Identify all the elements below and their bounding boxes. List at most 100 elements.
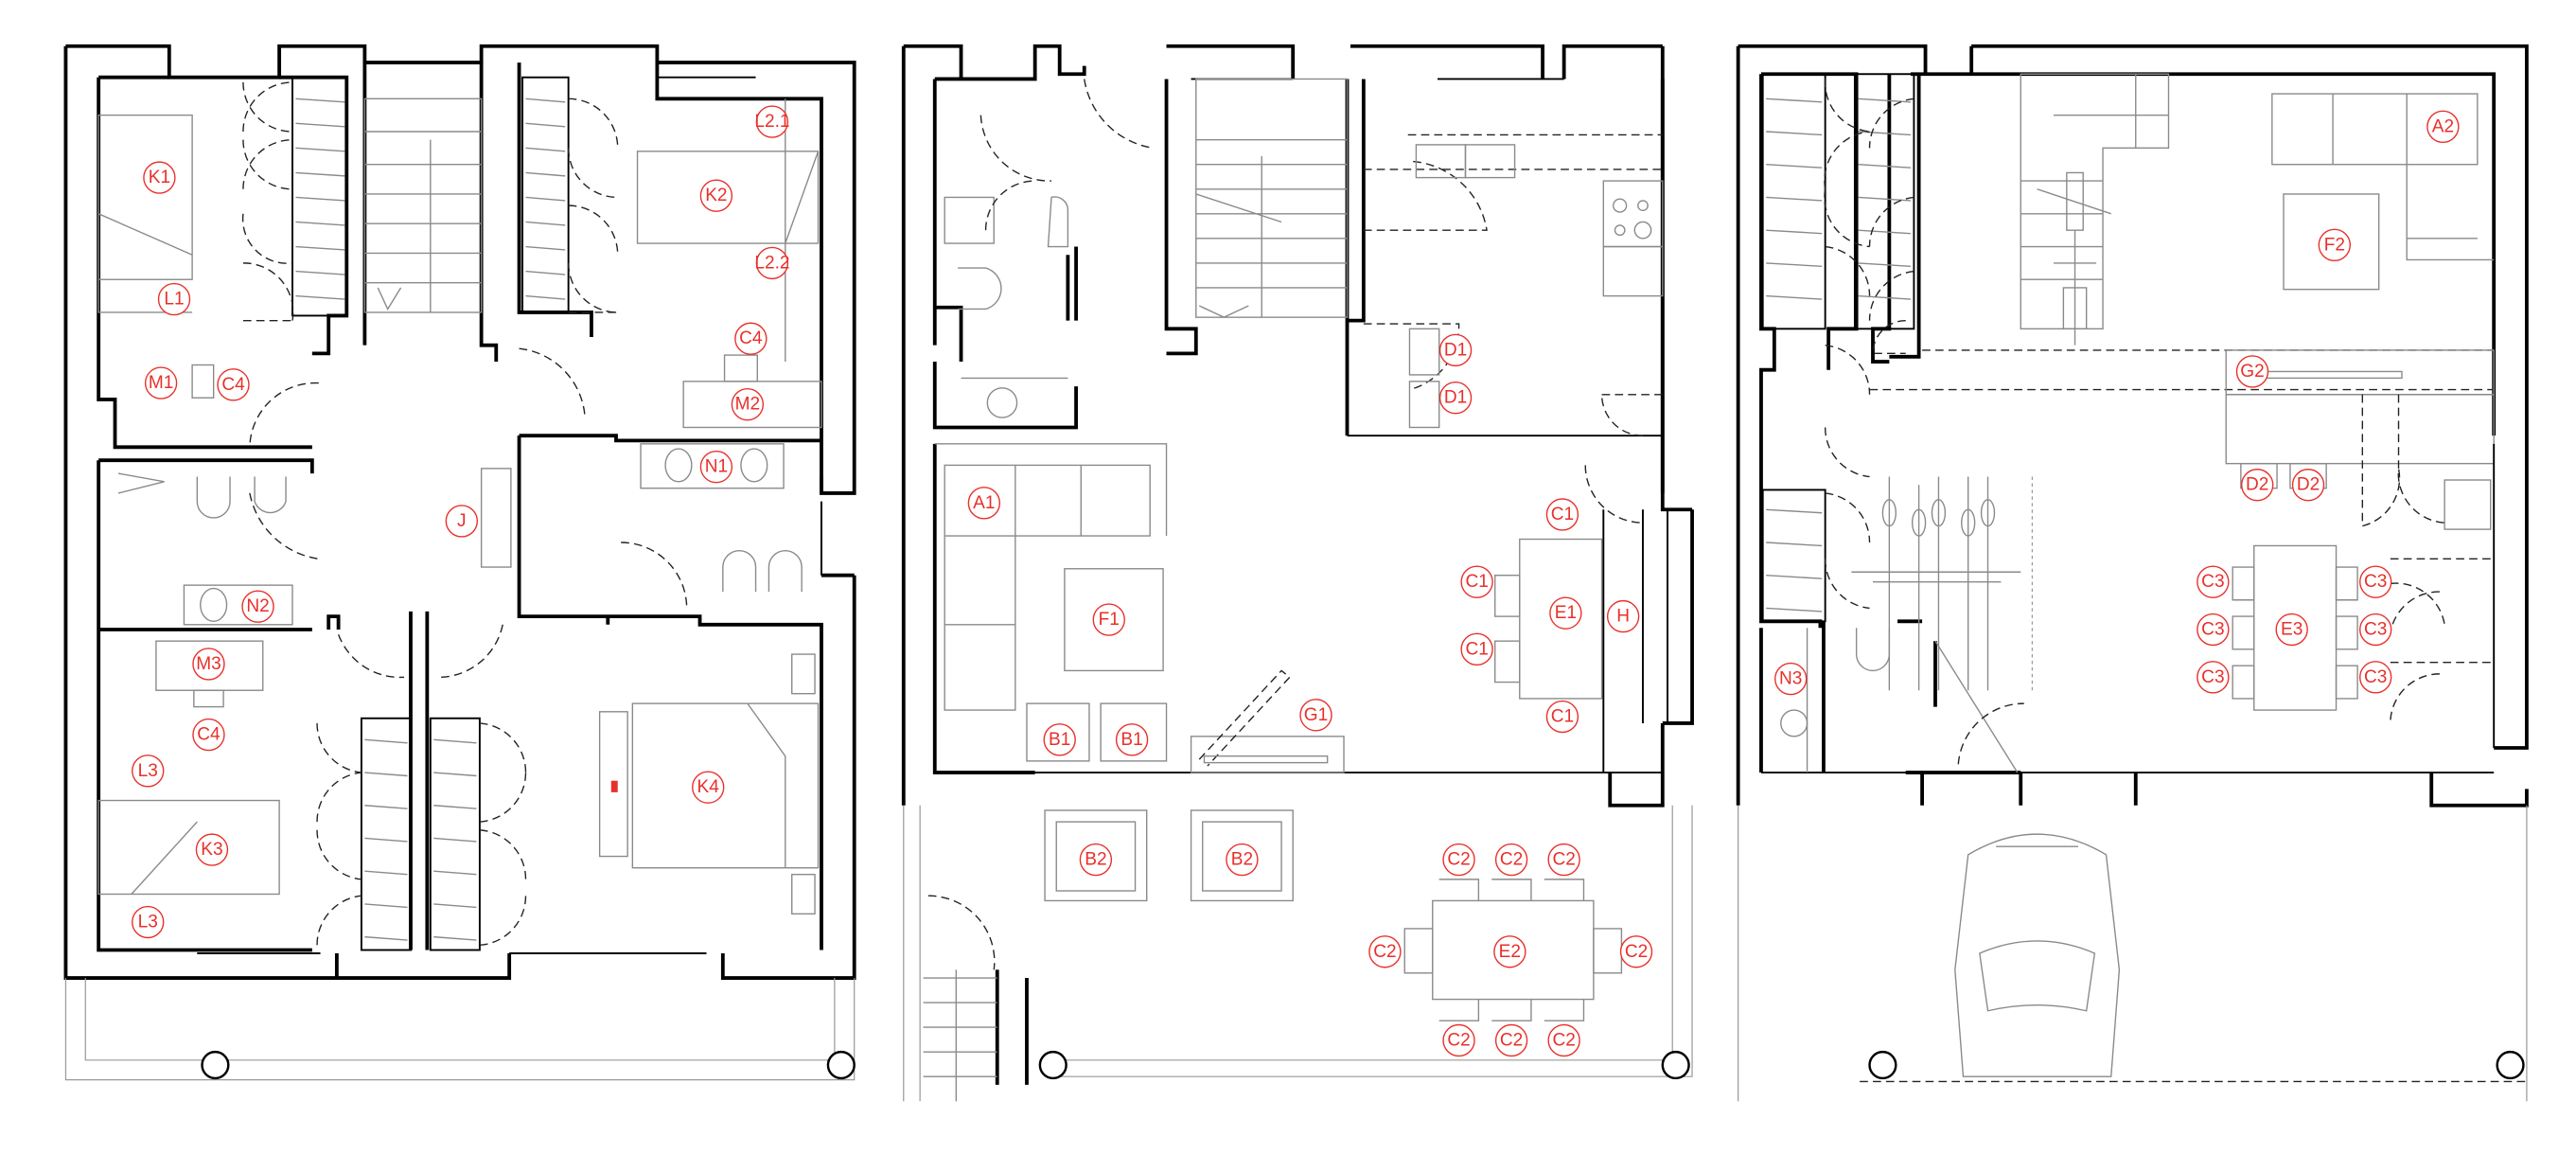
- room-label-l2-1: L2.1: [754, 105, 789, 138]
- room-label-c3: C3: [2359, 613, 2392, 647]
- room-label-l3: L3: [132, 905, 165, 939]
- room-label-c4: C4: [217, 368, 250, 401]
- dining-table-e1: [1519, 538, 1603, 700]
- room-label-l1: L1: [157, 282, 191, 316]
- label-circle: [755, 246, 789, 280]
- label-text: C3: [2201, 572, 2224, 592]
- label-circle: [241, 590, 274, 623]
- room-label-d2: D2: [2241, 469, 2274, 502]
- label-text: D2: [2246, 475, 2268, 495]
- room-label-c3: C3: [2359, 661, 2392, 694]
- room-label-l3: L3: [132, 755, 165, 788]
- label-circle: [2318, 228, 2351, 261]
- label-text: L2.1: [754, 112, 789, 132]
- label-circle: [1043, 723, 1076, 756]
- outer-wall-right: [720, 573, 856, 980]
- label-circle: [1299, 699, 1332, 732]
- label-circle: [1545, 498, 1579, 531]
- label-text: C3: [2364, 620, 2387, 640]
- label-circle: [1547, 843, 1580, 877]
- label-circle: [217, 368, 250, 401]
- label-text: C3: [2364, 572, 2387, 592]
- label-text: B2: [1085, 850, 1106, 870]
- label-text: C2: [1552, 850, 1575, 870]
- label-text: F2: [2324, 235, 2345, 255]
- label-circle: [1494, 1023, 1528, 1057]
- room-label-c2: C2: [1619, 935, 1653, 968]
- label-text: N3: [1779, 669, 1802, 689]
- label-text: M3: [196, 654, 221, 674]
- bed-k2: [636, 151, 820, 244]
- label-circle: [1442, 843, 1475, 877]
- label-circle: [2359, 661, 2392, 694]
- label-circle: [755, 105, 789, 138]
- label-text: L3: [138, 761, 158, 781]
- label-circle: [1774, 662, 1808, 696]
- room-label-c3: C3: [2197, 613, 2230, 647]
- label-text: L2.2: [754, 253, 789, 273]
- label-text: G2: [2240, 362, 2264, 382]
- room-label-c1: C1: [1545, 700, 1579, 734]
- sofa-a2: [2271, 93, 2479, 166]
- room-label-c1: C1: [1460, 632, 1493, 666]
- label-circle: [699, 179, 733, 212]
- label-circle: [2359, 613, 2392, 647]
- room-label-b1: B1: [1043, 723, 1076, 756]
- bed-k1: [97, 114, 193, 280]
- label-text: C3: [2364, 667, 2387, 687]
- label-text: L1: [164, 290, 184, 310]
- label-circle: [2197, 565, 2230, 598]
- car: [1954, 833, 2121, 1077]
- label-text: C1: [1551, 707, 1574, 727]
- label-text: D2: [2297, 475, 2320, 495]
- room-label-c1: C1: [1545, 498, 1579, 531]
- room-label-d2: D2: [2291, 469, 2325, 502]
- label-circle: [1438, 333, 1473, 367]
- room-label-f2: F2: [2318, 228, 2351, 261]
- column-marker: [1868, 1050, 1897, 1080]
- room-label-h: H: [1606, 599, 1640, 633]
- label-text: K2: [705, 186, 727, 205]
- label-circle: [1092, 603, 1125, 636]
- room-label-b1: B1: [1115, 723, 1149, 756]
- label-text: C2: [1373, 942, 1396, 962]
- label-text: G1: [1304, 705, 1328, 725]
- room-label-a1: A1: [967, 487, 1001, 520]
- room-label-c3: C3: [2359, 565, 2392, 598]
- label-circle: [445, 505, 478, 538]
- label-circle: [1442, 1023, 1475, 1057]
- motorbike: [2037, 171, 2111, 346]
- label-circle: [1606, 599, 1640, 633]
- label-circle: [1547, 1023, 1580, 1057]
- label-circle: [699, 450, 733, 484]
- label-text: E2: [1499, 942, 1521, 962]
- column-marker: [1038, 1050, 1067, 1080]
- label-text: C2: [1625, 942, 1648, 962]
- label-circle: [2197, 661, 2230, 694]
- room-label-e2: E2: [1493, 935, 1526, 968]
- room-label-c3: C3: [2197, 661, 2230, 694]
- label-circle: [692, 771, 725, 804]
- room-label-l2-2: L2.2: [754, 246, 789, 280]
- label-circle: [2359, 565, 2392, 598]
- room-label-c2: C2: [1442, 843, 1475, 877]
- bike-rack: [1851, 476, 2034, 691]
- label-circle: [2197, 613, 2230, 647]
- label-circle: [1545, 700, 1579, 734]
- label-text: F1: [1099, 610, 1120, 630]
- room-label-b2: B2: [1079, 843, 1113, 877]
- label-text: C1: [1465, 572, 1488, 592]
- wardrobe: [291, 76, 570, 951]
- column-marker: [201, 1050, 230, 1080]
- room-label-k3: K3: [195, 833, 229, 866]
- label-text: E1: [1555, 603, 1577, 623]
- room-label-c2: C2: [1547, 843, 1580, 877]
- room-label-c4: C4: [734, 322, 768, 355]
- label-circle: [192, 648, 225, 681]
- room-label-e1: E1: [1549, 596, 1582, 630]
- label-text: B2: [1231, 850, 1253, 870]
- label-circle: [195, 833, 229, 866]
- room-label-c2: C2: [1494, 1023, 1528, 1057]
- sofa-a1: [944, 464, 1151, 537]
